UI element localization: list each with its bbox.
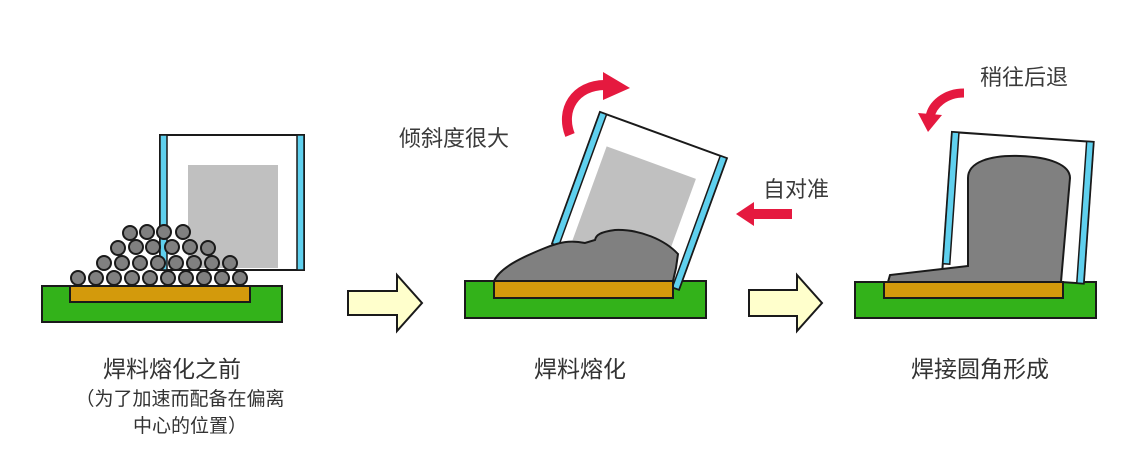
flow-arrow-right-icon — [347, 272, 424, 334]
solder-paste-balls — [70, 224, 248, 286]
self-alignment-arrow-icon — [736, 202, 792, 226]
chip-component — [159, 134, 305, 271]
stage-1-caption: 焊料熔化之前 — [103, 357, 241, 383]
stage-2-melting — [464, 72, 792, 319]
flow-arrow-right-icon — [748, 272, 824, 334]
stage-1-before-melting — [41, 134, 305, 323]
molten-solder — [492, 228, 680, 282]
stage-3-fillet-formation — [854, 88, 1097, 319]
solder-pad — [883, 281, 1064, 299]
stage-1-subcaption-line1: （为了加速而配备在偏离 — [75, 388, 285, 410]
stage-3-caption: 焊接圆角形成 — [911, 357, 1049, 383]
stage-1-subcaption-line2: 中心的位置） — [132, 415, 247, 437]
tilt-direction-arrow-icon — [561, 72, 630, 137]
move-back-arrow-icon — [918, 88, 965, 132]
solder-pad — [493, 280, 674, 299]
solder-pad — [69, 285, 251, 303]
stage-2-caption: 焊料熔化 — [534, 357, 626, 383]
solder-fillet — [886, 154, 1072, 283]
annotation-self-alignment: 自对准 — [763, 178, 830, 203]
annotation-tilt-large: 倾斜度很大 — [399, 127, 510, 152]
annotation-move-back: 稍往后退 — [980, 66, 1069, 91]
